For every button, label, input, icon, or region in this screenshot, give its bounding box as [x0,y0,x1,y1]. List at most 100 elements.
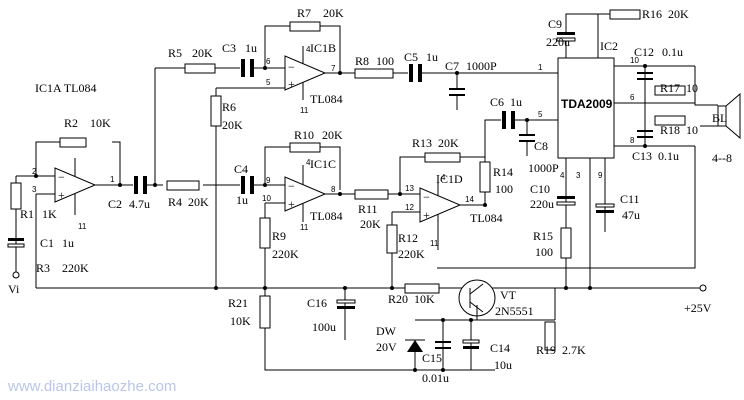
capacitor-c13-plate [637,136,653,138]
r6-value: 20K [222,118,243,132]
r4-name: R4 [168,195,182,209]
r7-left-wire [264,25,290,68]
junction-dot [263,183,267,187]
resistor-r6 [210,95,222,127]
junction-dot [153,183,157,187]
pin-number: 12 [405,203,414,212]
pin-number: 4 [306,158,311,167]
pin-number: 11 [430,239,439,248]
junction-dot [483,203,487,207]
pin-number: 11 [300,223,309,232]
capacitor-c10 [557,196,575,199]
capacitor-c13 [637,130,653,132]
r16-value: 20K [668,7,689,21]
pin-number: 6 [630,93,635,102]
resistor-r5 [184,63,216,74]
resistor-r21 [259,295,271,329]
speaker-name: BL [712,111,727,125]
resistor-r20 [404,283,440,294]
pin-number: 5 [538,110,543,119]
r11-name: R11 [358,202,378,216]
junction-dot [643,144,647,148]
junction-dot [34,174,38,178]
resistor-r17 [654,85,686,96]
c1-name: C1 [40,236,54,250]
capacitors [7,13,653,349]
capacitor-c2-plate [143,176,147,194]
r1-name: R1 [20,207,34,221]
c13-name: C13 [632,149,652,163]
r11-value: 20K [360,217,381,231]
pin-number: 10 [262,194,271,203]
r14-value: 100 [495,182,513,196]
capacitor-c3-plate [250,59,254,77]
capacitor-c14-plate [463,346,479,349]
minus-sign: − [58,170,65,184]
supply-label: +25V [684,301,712,315]
op-amp-ic1d [419,187,462,223]
c7-value: 1000P [466,59,497,73]
r10-left-wire [264,146,290,185]
c4-name: C4 [234,162,248,176]
pin-number: 4 [560,171,565,180]
c1-value: 1u [62,236,74,250]
plus-sign: + [58,188,65,202]
pin-number: 3 [32,185,37,194]
resistor-r9 [259,217,271,249]
pin-number: 14 [465,195,474,204]
r18-name: R18 [660,123,680,137]
resistor-r8 [354,68,394,79]
ic2-label: IC2 [600,39,618,53]
capacitor-c11 [595,203,615,208]
plus-sign: + [423,208,430,222]
title-label: IC1A TL084 [35,81,96,95]
c11-value: 47u [622,208,640,222]
labels: IC1A TL084 www.dianziaihaozhe.com +25V V… [7,6,732,395]
r20-name: R20 [388,292,408,306]
speaker-return-wire [437,146,696,269]
junction-dot [390,286,394,290]
resistor-r2 [59,137,87,148]
zener-value: 20V [376,340,397,354]
ic1a-feedback-left-wire [35,141,60,176]
input-label: Vi [8,282,20,296]
c6-value: 1u [510,95,522,109]
resistor-r10 [289,142,321,153]
r8-name: R8 [355,54,369,68]
plus-sign: + [288,197,295,211]
junction-dot [343,286,347,290]
junction-dot [118,183,122,187]
speaker-value: 4--8 [712,151,732,165]
junction-dot [338,192,342,196]
c6-name: C6 [490,95,504,109]
ic1a-feedback-right-wire [112,141,121,185]
pin-number: 8 [630,136,635,145]
junction-dot [413,368,417,372]
r10-name: R10 [294,128,314,142]
c15-name: C15 [422,351,442,365]
capacitor-c2 [134,176,138,194]
r13-name: R13 [412,136,432,150]
pin-number: 11 [300,106,309,115]
capacitor-c8 [519,134,535,136]
c14-name: C14 [490,341,510,355]
c8-value: 1000P [528,161,559,175]
capacitor-c7-plate [449,94,465,96]
r1-value: 1K [42,207,57,221]
speaker-icon [717,92,741,140]
op-amp-ic1c [284,176,327,212]
c5-name: C5 [404,50,418,64]
transistor-name: VT [500,288,517,302]
pin-number: 1 [110,175,115,184]
capacitor-c14 [462,339,480,344]
c3-value: 1u [245,41,257,55]
c9-name: C9 [548,17,562,31]
resistors [10,9,686,351]
junction-dot [643,64,647,68]
ic1b-label: IC1B [310,41,336,55]
r8-value: 100 [376,54,394,68]
junction-dot [455,71,459,75]
c15-value: 0.01u [422,371,449,385]
r16-name: R16 [642,7,662,21]
